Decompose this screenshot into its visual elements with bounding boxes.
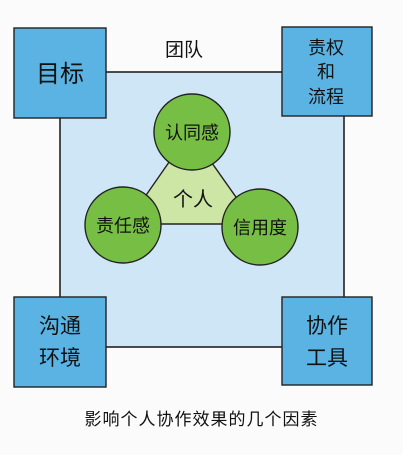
individual-triangle xyxy=(124,130,257,225)
tools-label: 工具 xyxy=(306,346,348,370)
responsibility-label: 责权 xyxy=(308,38,344,59)
circle-credibility: 信用度 xyxy=(221,188,299,266)
environment-label: 环境 xyxy=(39,346,81,370)
corner-box-bottom-right: 协作 工具 xyxy=(281,296,373,386)
sense-of-responsibility-label: 责任感 xyxy=(96,216,150,237)
corner-box-top-left: 目标 xyxy=(13,27,107,119)
process-label: 流程 xyxy=(308,87,344,108)
diagram-caption: 影响个人协作效果的几个因素 xyxy=(84,410,319,430)
collaboration-label: 协作 xyxy=(306,314,348,338)
corner-box-bottom-left: 沟通 环境 xyxy=(13,296,107,388)
and-label: 和 xyxy=(317,62,335,83)
team-label: 团队 xyxy=(165,39,203,61)
circle-identity: 认同感 xyxy=(153,93,231,171)
individual-label: 个人 xyxy=(173,187,213,211)
identity-label: 认同感 xyxy=(165,123,219,144)
credibility-label: 信用度 xyxy=(233,218,287,239)
circle-responsibility: 责任感 xyxy=(84,186,162,264)
corner-box-top-right: 责权 和 流程 xyxy=(281,26,373,117)
goal-label: 目标 xyxy=(36,60,84,88)
communication-label: 沟通 xyxy=(39,314,81,338)
